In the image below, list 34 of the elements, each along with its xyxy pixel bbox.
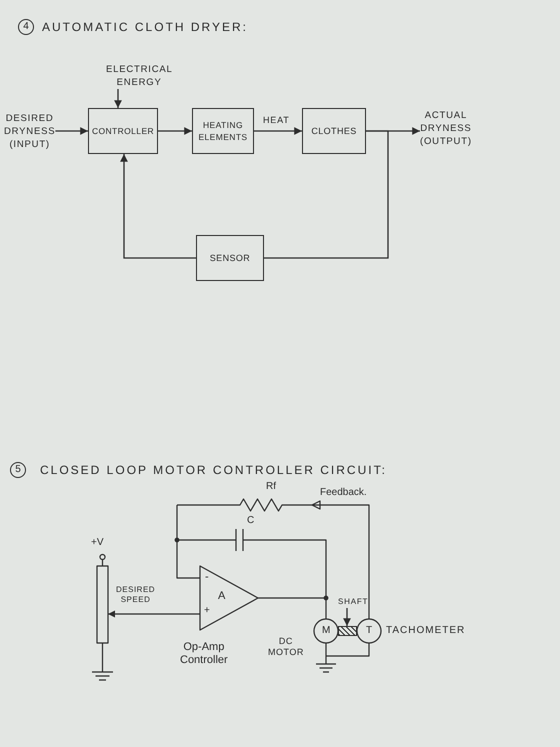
sensor-box: SENSOR [196,235,264,281]
resistor-label: Rf [266,481,276,493]
section-number: 4 [18,19,34,35]
arrow [114,89,122,108]
feedback-arrow [120,154,196,259]
non-inverting-input-sign: + [204,605,210,617]
supply-voltage-label: +V [91,537,104,549]
leader-arrow [343,608,351,626]
motor-letter: M [322,625,330,637]
feedback-label: Feedback. [320,487,367,499]
controller-box: CONTROLLER [88,108,158,154]
section-heading: CLOSED LOOP MOTOR CONTROLLER CIRCUIT: [40,463,387,478]
section-heading: AUTOMATIC CLOTH DRYER: [42,20,248,34]
shaft-label: SHAFT [338,595,368,608]
arrow [158,127,192,135]
desired-speed-label: DESIRED SPEED [116,585,156,604]
amplifier-label: A [218,590,226,604]
op-amp-caption: Op-Amp Controller [180,641,228,668]
clothes-box: CLOTHES [302,108,366,154]
edge-label: HEAT [262,115,291,126]
inverting-input-sign: - [205,571,209,584]
input-label: DESIRED DRYNESS (INPUT) [4,112,56,151]
capacitor-label: C [247,515,254,527]
feedback-line [264,130,389,259]
tachometer-letter: T [366,625,372,637]
output-label: ACTUAL DRYNESS (OUTPUT) [420,109,472,148]
arrow [254,127,302,135]
motor-caption: DC MOTOR [268,636,304,658]
heating-element-box: HEATING ELEMENTS [192,108,254,154]
motor-shaft [338,626,357,636]
arrow [55,127,88,135]
section-number: 5 [10,462,26,478]
energy-input-label: ELECTRICAL ENERGY [106,63,172,89]
tachometer-caption: TACHOMETER [386,625,466,637]
